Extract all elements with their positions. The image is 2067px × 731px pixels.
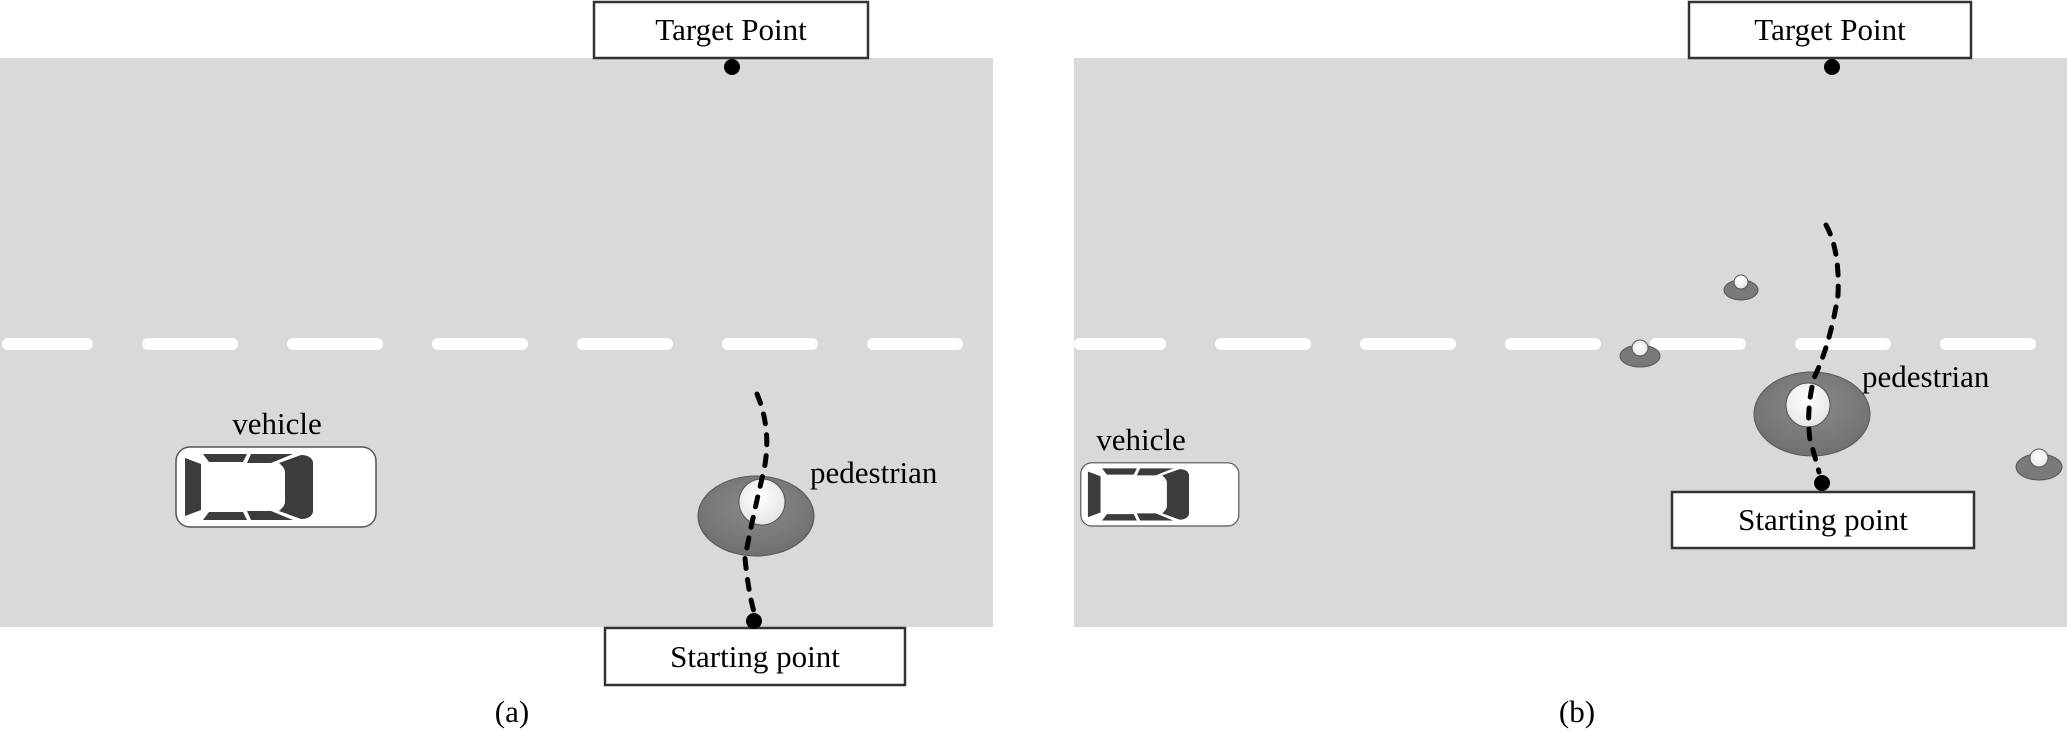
starting-point-label: Starting point	[1738, 502, 1908, 537]
target-point-marker	[1824, 59, 1840, 75]
target-point-label: Target Point	[1754, 12, 1906, 47]
panel-b: vehicle pedestrian Target Point Starting…	[1074, 0, 2067, 729]
pedestrian-icon	[697, 475, 815, 557]
panel-caption: (b)	[1559, 694, 1595, 729]
other-pedestrian-icon	[2015, 448, 2063, 481]
panel-a: vehicle pedestrian Target Point Starting…	[0, 0, 993, 729]
starting-point-marker	[1814, 475, 1830, 491]
other-pedestrian-icon	[1619, 339, 1661, 368]
lane-dash	[142, 338, 238, 350]
lane-dash	[1074, 338, 1166, 350]
vehicle-icon	[175, 446, 377, 528]
lane-dash	[1360, 338, 1456, 350]
lane-dash	[1215, 338, 1311, 350]
lane-dash	[1795, 338, 1891, 350]
pedestrian-icon	[1753, 371, 1871, 457]
lane-divider	[2, 338, 963, 350]
vehicle-label: vehicle	[1096, 422, 1186, 457]
lane-dash	[2, 338, 93, 350]
pedestrian-label: pedestrian	[810, 455, 938, 490]
lane-dash	[577, 338, 673, 350]
lane-divider	[1074, 338, 2036, 350]
starting-point-box	[603, 626, 907, 687]
lane-dash	[722, 338, 818, 350]
target-point-marker	[724, 59, 740, 75]
vehicle-label: vehicle	[232, 406, 322, 441]
pedestrian-trajectory	[1806, 222, 1841, 475]
lane-dash	[1505, 338, 1601, 350]
starting-point-marker	[746, 613, 762, 629]
starting-point-label: Starting point	[670, 639, 840, 674]
lane-dash	[1650, 338, 1746, 350]
target-point-box	[592, 0, 870, 60]
pedestrian-trajectory	[742, 391, 770, 615]
panel-caption: (a)	[495, 694, 529, 729]
lane-dash	[287, 338, 383, 350]
lane-dash	[1940, 338, 2036, 350]
target-point-label: Target Point	[655, 12, 807, 47]
pedestrian-label: pedestrian	[1862, 359, 1990, 394]
target-point-box	[1687, 0, 1973, 60]
lane-dash	[432, 338, 528, 350]
vehicle-icon	[1080, 462, 1240, 527]
lane-dash	[867, 338, 963, 350]
starting-point-box	[1670, 490, 1976, 550]
other-pedestrian-icon	[1723, 274, 1759, 301]
